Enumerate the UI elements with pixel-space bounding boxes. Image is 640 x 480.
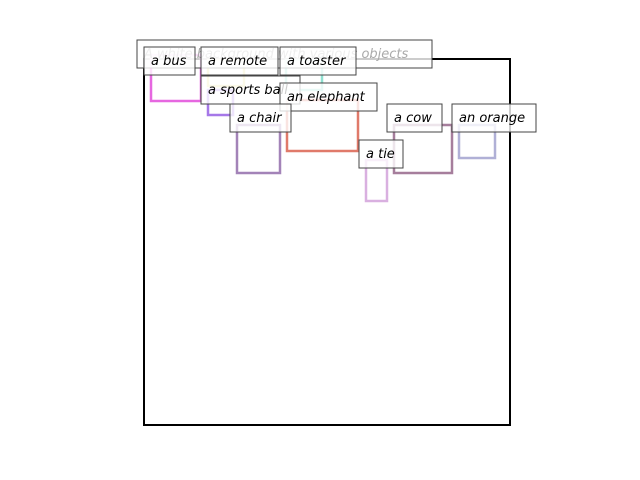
object-label-text: a toaster: [287, 54, 347, 69]
object-label-box: [358, 139, 404, 169]
object-label-box: [451, 103, 537, 133]
object-label: a remote: [200, 46, 279, 76]
object-label-text: a sports ball: [208, 83, 288, 98]
object-label: a bus: [143, 46, 196, 76]
object-label-text: a cow: [394, 111, 432, 126]
object-label: a chair: [229, 103, 292, 133]
object-label-text: an orange: [459, 111, 525, 126]
object-label: an elephant: [279, 82, 378, 112]
object-label: an orange: [451, 103, 537, 133]
object-label-box: [200, 46, 279, 76]
object-label-text: a bus: [151, 54, 187, 69]
object-label-box: [143, 46, 196, 76]
object-label-box: [229, 103, 292, 133]
object-label-box: [279, 82, 378, 112]
object-label-text: a tie: [366, 147, 395, 162]
object-label-box: [279, 46, 357, 76]
object-label-box: [386, 103, 443, 133]
object-label: a cow: [386, 103, 443, 133]
object-label-text: an elephant: [287, 90, 366, 105]
object-label: a toaster: [279, 46, 357, 76]
object-label: a tie: [358, 139, 404, 169]
object-label-text: a remote: [208, 54, 267, 69]
object-label-text: a chair: [237, 111, 283, 126]
